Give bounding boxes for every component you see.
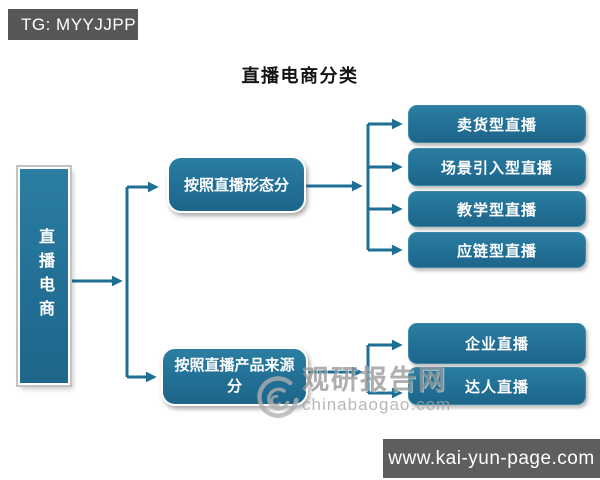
source-badge: TG: MYYJJPP — [8, 9, 138, 40]
leaf-node-influencer-live: 达人直播 — [408, 367, 586, 405]
branch-node-by-form: 按照直播形态分 — [167, 156, 306, 213]
root-node: 直播电商 — [16, 165, 72, 387]
leaf-node-supply-chain-live: 应链型直播 — [408, 232, 586, 268]
branch-node-by-product-source: 按照直播产品来源分 — [161, 347, 308, 406]
root-node-label: 直播电商 — [36, 228, 53, 324]
page-title: 直播电商分类 — [241, 66, 359, 86]
leaf-node-teaching-live: 教学型直播 — [408, 191, 586, 227]
leaf-node-selling-live: 卖货型直播 — [408, 105, 586, 143]
leaf-node-enterprise-live: 企业直播 — [408, 323, 586, 364]
footer-url: www.kai-yun-page.com — [388, 447, 595, 469]
leaf-node-scene-intro-live: 场景引入型直播 — [408, 148, 586, 186]
footer-url-bar: www.kai-yun-page.com — [383, 439, 600, 478]
